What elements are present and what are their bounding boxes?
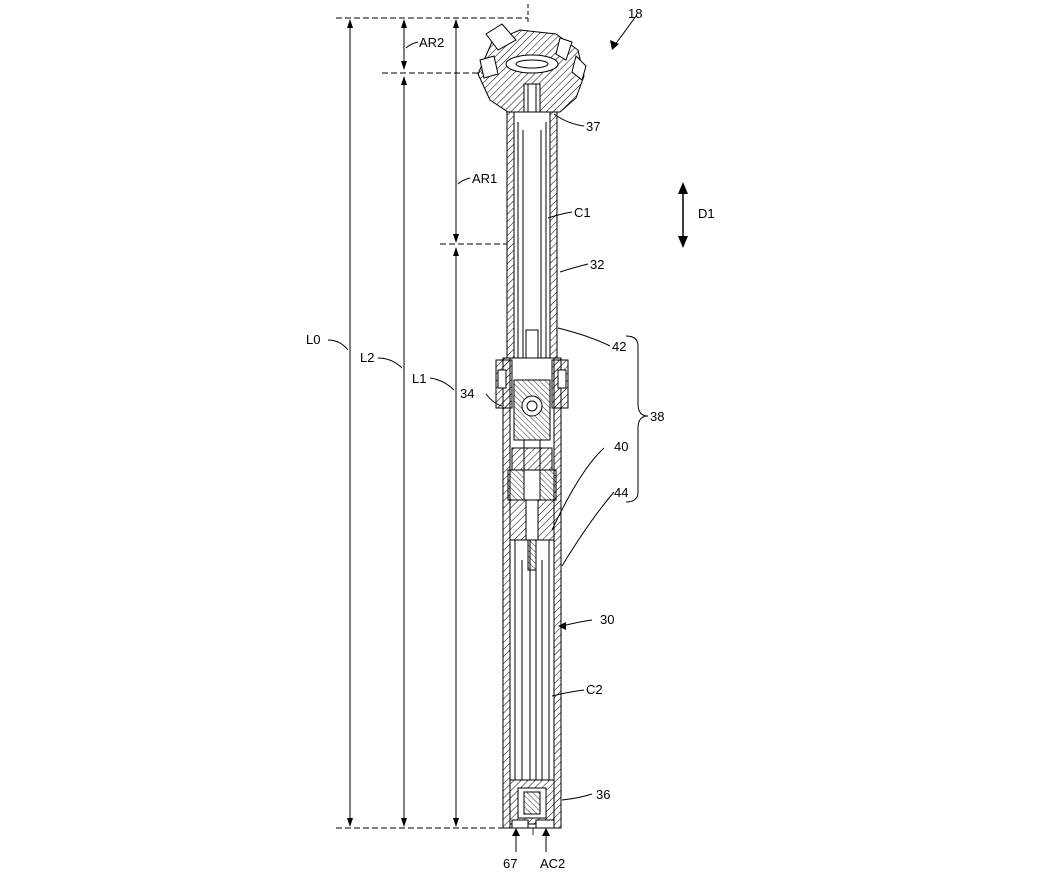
label-l1: L1 bbox=[412, 371, 426, 386]
bottom-assembly-36 bbox=[509, 779, 555, 829]
dimension-lines bbox=[336, 4, 529, 829]
label-c2: C2 bbox=[586, 682, 603, 697]
reference-labels: 18 AR2 37 AR1 C1 D1 32 L0 42 L2 L1 34 38… bbox=[306, 6, 715, 871]
label-d1: D1 bbox=[698, 206, 715, 221]
label-c1: C1 bbox=[574, 205, 591, 220]
label-44: 44 bbox=[614, 485, 628, 500]
label-34: 34 bbox=[460, 386, 474, 401]
label-36: 36 bbox=[596, 787, 610, 802]
label-40: 40 bbox=[614, 439, 628, 454]
brace-38 bbox=[625, 335, 649, 503]
dimension-arrowheads bbox=[347, 19, 459, 827]
label-38: 38 bbox=[650, 409, 664, 424]
collar-34 bbox=[495, 359, 569, 409]
direction-arrow-d1 bbox=[678, 182, 688, 248]
label-67: 67 bbox=[503, 856, 517, 871]
leader-arrowheads bbox=[512, 40, 619, 836]
label-ar2: AR2 bbox=[419, 35, 444, 50]
inner-tube-32 bbox=[506, 111, 558, 377]
saddle-clamp-head bbox=[477, 23, 587, 123]
label-37: 37 bbox=[586, 119, 600, 134]
label-18: 18 bbox=[628, 6, 642, 21]
label-l0: L0 bbox=[306, 332, 320, 347]
label-ac2: AC2 bbox=[540, 856, 565, 871]
label-30: 30 bbox=[600, 612, 614, 627]
leader-lines bbox=[327, 15, 637, 852]
label-42: 42 bbox=[612, 339, 626, 354]
label-ar1: AR1 bbox=[472, 171, 497, 186]
positioning-structure-38 bbox=[507, 379, 557, 571]
label-32: 32 bbox=[590, 257, 604, 272]
label-l2: L2 bbox=[360, 350, 374, 365]
